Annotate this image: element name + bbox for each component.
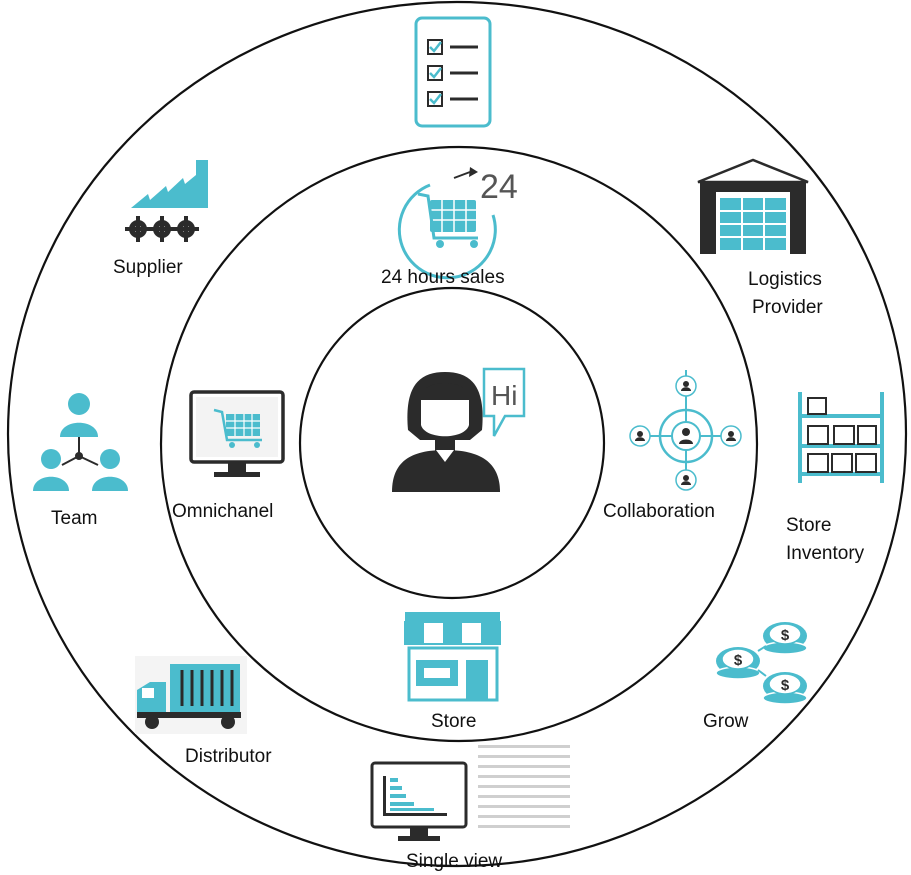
label-store: Store [431,711,476,732]
label-distributor: Distributor [185,746,272,767]
label-collaboration: Collaboration [603,501,715,522]
cart-24-icon: 24 [397,167,518,280]
label-supplier: Supplier [113,257,183,278]
factory-gears-icon [125,160,208,242]
label-inventory-line2: Inventory [786,543,865,564]
truck-icon [135,656,247,734]
label-inventory-line1: Store [786,515,831,536]
person-hi-icon: Hi [392,367,526,492]
label-24-hours-sales: 24 hours sales [381,267,505,288]
label-single-view: Single view [406,851,502,872]
inner-ring [298,286,606,600]
monitor-chart-icon [370,745,570,841]
team-hierarchy-icon [33,393,128,491]
checklist-icon [414,16,492,128]
label-logistics-line1: Logistics [748,269,822,290]
middle-ring [159,145,759,743]
sales-badge-text: 24 [480,168,518,206]
label-grow: Grow [703,711,749,732]
network-collaboration-icon [629,370,742,491]
store-icon [404,612,501,702]
svg-text:$: $ [781,627,790,644]
label-logistics-line2: Provider [752,297,823,318]
label-omnichanel: Omnichanel [172,501,273,522]
label-team: Team [51,508,97,529]
svg-text:$: $ [781,677,790,694]
coins-icon: $ $ $ [715,622,808,705]
svg-text:$: $ [734,652,743,669]
outer-ring [6,0,908,868]
speech-bubble-text: Hi [491,380,517,411]
shelf-boxes-icon [798,392,884,483]
warehouse-icon [697,158,809,254]
monitor-cart-icon [189,390,285,477]
